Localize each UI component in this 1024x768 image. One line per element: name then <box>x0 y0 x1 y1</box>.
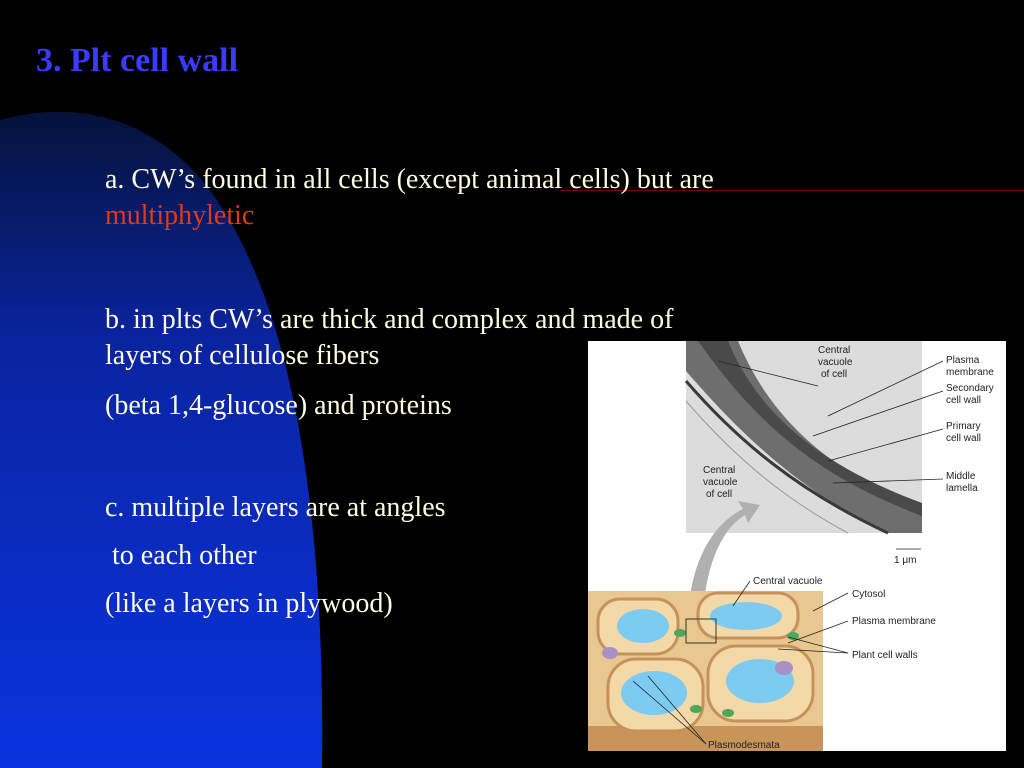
point-c-line1: c. multiple layers are at angles <box>105 492 446 523</box>
point-b-line2: layers of cellulose fibers <box>105 340 380 371</box>
label-plasma-membrane: Plasma membrane <box>852 616 936 627</box>
point-c-line3: (like a layers in plywood) <box>105 588 393 619</box>
point-b-line3: (beta 1,4-glucose) and proteins <box>105 390 452 421</box>
slide-title: 3. Plt cell wall <box>36 42 239 79</box>
diagram-leader-lines <box>632 580 849 745</box>
label-plant-cell-walls: Plant cell walls <box>852 650 918 661</box>
label-central-vacuole-top-1: Central <box>818 345 850 356</box>
label-central-vacuole-left-1: Central <box>703 465 735 476</box>
label-secondary-wall-1: Secondary <box>946 383 994 394</box>
label-middle-lamella-2: lamella <box>946 483 978 494</box>
label-central-vacuole-left-3: of cell <box>706 489 732 500</box>
point-c-line2: to each other <box>105 540 257 571</box>
label-central-vacuole: Central vacuole <box>753 576 823 587</box>
cell-wall-figure: Central vacuole of cell Central vacuole … <box>588 341 1006 751</box>
figure-svg: Central vacuole of cell Central vacuole … <box>588 341 994 751</box>
point-a-highlight: multiphyletic <box>105 200 255 231</box>
label-plasma-membrane-2: membrane <box>946 367 994 378</box>
point-a: a. CW’s found in all cells (except anima… <box>105 162 714 234</box>
micrograph-leader-lines <box>717 360 944 550</box>
label-plasma-membrane-1: Plasma <box>946 355 980 366</box>
label-middle-lamella-1: Middle <box>946 471 976 482</box>
point-c: c. multiple layers are at angles to each… <box>105 490 446 622</box>
label-central-vacuole-top-3: of cell <box>821 369 847 380</box>
label-primary-wall-1: Primary <box>946 421 980 432</box>
micrograph <box>684 341 922 535</box>
cell-diagram <box>588 591 823 751</box>
label-central-vacuole-top-2: vacuole <box>818 357 853 368</box>
label-central-vacuole-left-2: vacuole <box>703 477 738 488</box>
label-plasmodesmata: Plasmodesmata <box>708 740 780 751</box>
point-a-text: a. CW’s found in all cells (except anima… <box>105 164 714 195</box>
label-scale: 1 μm <box>894 555 916 566</box>
divider-line <box>560 190 1024 191</box>
point-b: b. in plts CW’s are thick and complex an… <box>105 302 673 424</box>
point-b-line1: b. in plts CW’s are thick and complex an… <box>105 304 674 335</box>
label-primary-wall-2: cell wall <box>946 433 981 444</box>
label-secondary-wall-2: cell wall <box>946 395 981 406</box>
label-cytosol: Cytosol <box>852 589 885 600</box>
